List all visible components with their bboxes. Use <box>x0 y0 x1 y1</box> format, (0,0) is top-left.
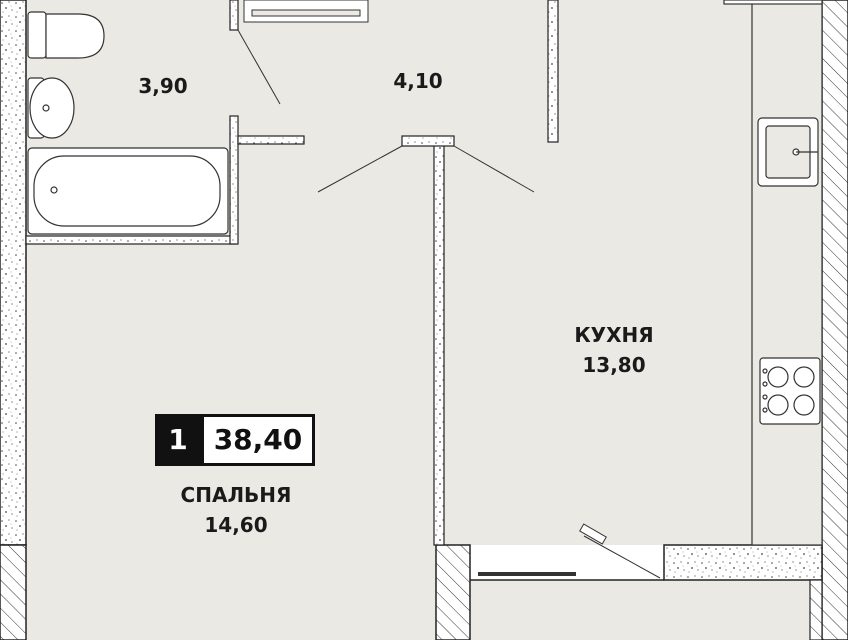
hall-right-wall <box>547 0 559 143</box>
knob-1 <box>762 368 768 374</box>
toilet <box>27 11 105 59</box>
kitchen-door-swing <box>453 145 535 193</box>
bathroom-fixtures <box>27 11 229 235</box>
total-area: 38,40 <box>204 417 312 463</box>
balcony-wall <box>663 544 823 581</box>
bathtub <box>27 147 229 235</box>
bath-top-right-wall <box>229 0 239 31</box>
burner-3 <box>767 394 789 416</box>
doors <box>237 29 661 579</box>
balcony-right-rail <box>809 579 823 640</box>
stove-body <box>759 357 821 425</box>
bedroom-door-swing <box>317 145 403 193</box>
knob-2 <box>762 381 768 387</box>
apartment-badge: 1 38,40 <box>155 414 315 466</box>
kitchen-fixtures <box>723 0 823 546</box>
stove <box>759 357 821 425</box>
burner-4 <box>793 394 815 416</box>
balcony-floor <box>470 580 810 640</box>
left-wall-lower <box>0 544 27 640</box>
kitchen-area-label: 13,80 <box>582 353 645 377</box>
bathroom-door-swing <box>237 29 281 105</box>
kitchen-partition <box>433 143 445 546</box>
bedroom-area-label: 14,60 <box>204 513 267 537</box>
interior-walls <box>25 0 576 576</box>
sink <box>27 77 75 139</box>
toilet-tank <box>27 11 47 59</box>
hall-wardrobe <box>243 0 369 23</box>
bath-right-wall <box>229 115 239 245</box>
wardrobe-rail <box>251 9 361 17</box>
bath-bottom-wall <box>25 235 237 245</box>
balcony-door-handle <box>579 523 607 545</box>
kitchen-sink <box>757 117 819 187</box>
knob-3 <box>762 394 768 400</box>
right-wall <box>821 0 848 640</box>
bedroom-name-label: СПАЛЬНЯ <box>181 483 292 507</box>
balcony-door-swing <box>583 535 661 579</box>
knob-4 <box>762 407 768 413</box>
bathroom-area-label: 3,90 <box>138 74 187 98</box>
sink-drain <box>42 104 50 112</box>
kitchen-counter <box>751 0 823 546</box>
hall-stub-wall <box>237 135 305 145</box>
room-labels: 3,90 4,10 КУХНЯ 13,80 СПАЛЬНЯ 14,60 <box>138 69 653 537</box>
burner-1 <box>767 366 789 388</box>
left-wall <box>0 0 27 546</box>
bathtub-basin <box>33 155 221 227</box>
hallway-area-label: 4,10 <box>393 69 442 93</box>
kitchen-counter-top <box>723 0 823 5</box>
toilet-bowl <box>45 13 105 59</box>
door-jamb-top <box>401 135 455 147</box>
room-count: 1 <box>168 423 188 456</box>
burner-2 <box>793 366 815 388</box>
bathtub-drain <box>50 186 58 194</box>
kitchen-name-label: КУХНЯ <box>574 323 653 347</box>
balcony-left-post <box>435 544 471 640</box>
sink-bowl <box>29 77 75 139</box>
